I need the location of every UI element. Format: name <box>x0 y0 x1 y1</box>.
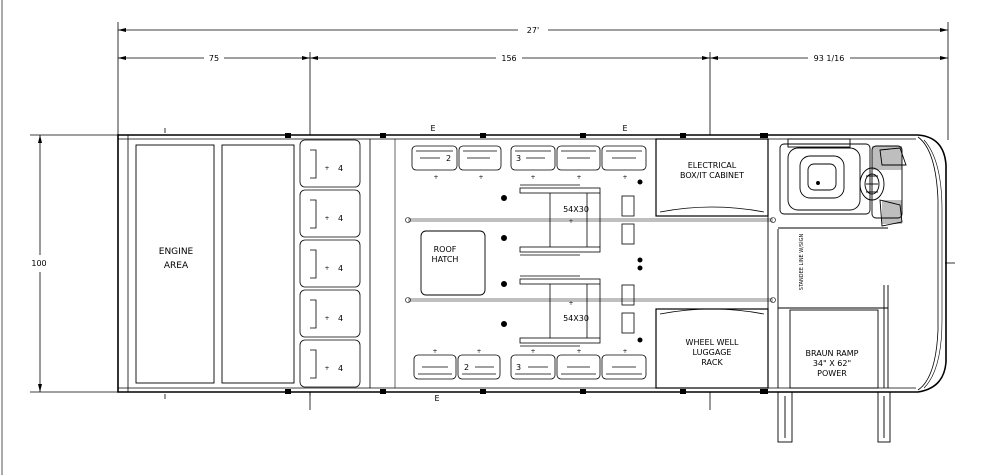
seat-marker: + <box>576 174 581 181</box>
seat-row-top <box>411 145 647 171</box>
seat-marker: + <box>622 174 627 181</box>
bench-seat-label: 4 <box>338 314 343 323</box>
ramp-label-line1: BRAUN RAMP <box>805 349 858 358</box>
dimension-arrowheads <box>38 28 948 392</box>
dim-front-section: 93 1/16 <box>814 54 845 63</box>
engine-area <box>135 144 295 384</box>
floor-tracks <box>405 217 776 303</box>
bench-seat-label: 4 <box>338 364 343 373</box>
wheelchair-center-marker: + <box>568 300 573 307</box>
engine-area-label-line1: ENGINE <box>159 247 194 257</box>
seat-group-label-bottom-triple: 3 <box>516 363 521 372</box>
anchor-points-bottom: + + + + + <box>432 348 627 355</box>
wheelchair-center-marker: + <box>568 218 573 225</box>
entry-door <box>777 391 891 443</box>
exit-marker: E <box>434 394 439 403</box>
rear-bench <box>299 139 361 388</box>
anchor-points-top: + + + + + <box>433 174 627 181</box>
wheelchair-size-upper: 54X30 <box>563 205 589 214</box>
driver-compartment <box>767 138 907 388</box>
roof-hatch-label-line1: ROOF <box>434 245 457 254</box>
seat-marker: + <box>432 348 437 355</box>
seat-group-label-bottom-double: 2 <box>464 363 469 372</box>
wheelchair-position-upper <box>519 184 635 256</box>
wheelchair-position-lower <box>519 275 635 347</box>
bus-body-outline <box>117 134 947 393</box>
floor-anchors <box>501 179 643 343</box>
electrical-box-label-line2: BOX/IT CABINET <box>680 171 744 180</box>
seat-marker: + <box>576 348 581 355</box>
bench-seat-label: 4 <box>338 164 343 173</box>
window-pillars <box>285 133 768 394</box>
dimension-lines <box>30 22 955 410</box>
driver-console-fill <box>872 146 902 224</box>
ramp-label-line2: 34" X 62" <box>813 359 851 368</box>
seat-marker: + <box>478 174 483 181</box>
seat-group-label-top-triple: 3 <box>516 154 521 163</box>
seat-marker: + <box>622 348 627 355</box>
seat-row-bottom <box>413 354 647 380</box>
bench-seat-label: 4 <box>338 264 343 273</box>
bench-seat-label: 4 <box>338 214 343 223</box>
rear-bench-seat-labels: + + + + + 4 4 4 4 4 <box>324 164 343 373</box>
seat-marker: + <box>324 165 329 172</box>
electrical-box-label-line1: ELECTRICAL <box>688 161 737 170</box>
seat-marker: + <box>476 348 481 355</box>
dim-middle-section: 156 <box>501 54 516 63</box>
standee-line-label: STANDEE LINE W/SIGN <box>799 234 805 291</box>
dim-width: 100 <box>31 259 46 268</box>
dim-overall-length: 27' <box>527 26 539 35</box>
roof-hatch <box>420 230 486 296</box>
seat-marker: + <box>530 174 535 181</box>
exit-marker: E <box>622 124 627 133</box>
body-tick-marks <box>164 128 311 399</box>
wheelchair-size-lower: 54X30 <box>563 314 589 323</box>
seat-marker: + <box>324 215 329 222</box>
seat-marker: + <box>324 315 329 322</box>
roof-hatch-label-line2: HATCH <box>432 255 459 264</box>
seat-marker: + <box>324 365 329 372</box>
engine-area-label-line2: AREA <box>164 261 189 271</box>
seat-marker: + <box>530 348 535 355</box>
dim-rear-section: 75 <box>209 54 219 63</box>
braun-ramp <box>777 285 889 389</box>
seat-group-label-top-double: 2 <box>446 154 451 163</box>
ramp-label-line3: POWER <box>817 369 847 378</box>
seat-marker: + <box>324 265 329 272</box>
seat-marker: + <box>433 174 438 181</box>
wheel-well-label-line1: WHEEL WELL <box>686 338 739 347</box>
wheel-well-label-line3: RACK <box>701 358 723 367</box>
wheel-well-label-line2: LUGGAGE <box>693 348 732 357</box>
exit-marker: E <box>430 124 435 133</box>
